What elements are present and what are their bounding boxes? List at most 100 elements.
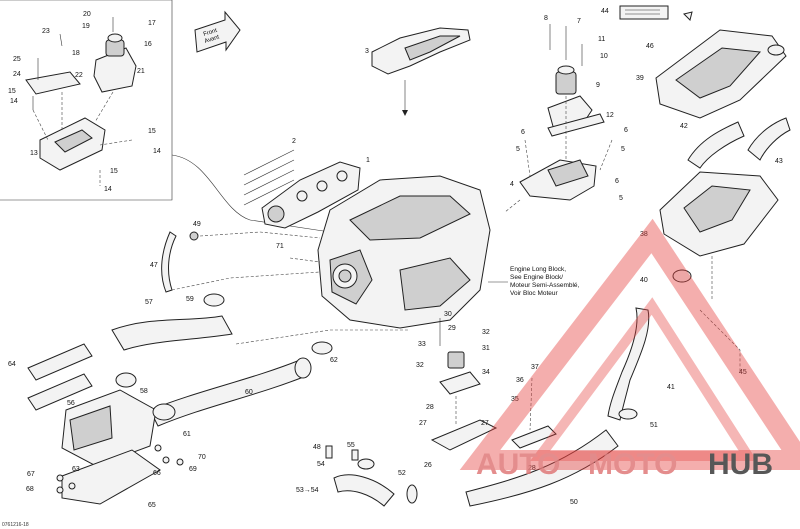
callout-number: 6 <box>521 129 525 136</box>
callout-number: 15 <box>148 128 156 135</box>
screws-69-70 <box>154 444 184 466</box>
intake-hoses <box>687 117 791 169</box>
callout-number: 10 <box>600 53 608 60</box>
rear-engine-mount <box>504 24 613 213</box>
callout-number: 27 <box>419 420 427 427</box>
callout-number: 39 <box>636 75 644 82</box>
exhaust-manifold <box>261 161 361 229</box>
clamp-58 <box>115 372 137 388</box>
muffler-56 <box>61 372 157 467</box>
callout-number: 53→54 <box>296 487 319 494</box>
callout-number: 1 <box>366 157 370 164</box>
callout-number: 8 <box>544 15 548 22</box>
callout-number: 26 <box>424 462 432 469</box>
heat-shield-65 <box>61 449 161 505</box>
callout-number: 3 <box>365 48 369 55</box>
callout-number: 32 <box>416 362 424 369</box>
callout-number: 47 <box>150 262 158 269</box>
callout-number: 41 <box>667 384 675 391</box>
air-box <box>659 171 779 300</box>
callout-number: 28 <box>426 404 434 411</box>
exhaust-pipe-50 <box>465 429 619 507</box>
callout-number: 31 <box>482 345 490 352</box>
callout-number: 65 <box>148 502 156 509</box>
callout-number: 12 <box>606 112 614 119</box>
callout-number: 35 <box>511 396 519 403</box>
engine-note-line2: See Engine Block/ <box>510 274 563 281</box>
callout-number: 27 <box>481 420 489 427</box>
engine-note-line4: Voir Bloc Moteur <box>510 290 559 297</box>
engine-note-line3: Moteur Semi-Assemblé, <box>510 282 580 289</box>
callout-number: 58 <box>140 388 148 395</box>
clamp-51 <box>618 408 638 420</box>
callout-number: 9 <box>596 82 600 89</box>
mount-31 <box>439 318 533 431</box>
callout-number: 50 <box>570 499 578 506</box>
callout-number: 66 <box>153 470 161 477</box>
callout-number: 54 <box>317 461 325 468</box>
clamp-59 <box>203 293 225 307</box>
callout-number: 36 <box>516 377 524 384</box>
callout-number: 4 <box>510 181 514 188</box>
callout-number: 42 <box>680 123 688 130</box>
callout-number: 19 <box>82 23 90 30</box>
callout-number: 33 <box>418 341 426 348</box>
callout-number: 38 <box>640 231 648 238</box>
callout-number: 32 <box>482 329 490 336</box>
callout-number: 15 <box>8 88 16 95</box>
corrugated-hose-54 <box>333 474 395 507</box>
callout-number: 60 <box>245 389 253 396</box>
callout-number: 11 <box>598 36 605 43</box>
callout-number: 49 <box>193 221 201 228</box>
engine-note: Engine Long Block, See Engine Block/ Mot… <box>488 266 580 297</box>
callout-number: 37 <box>531 364 539 371</box>
fittings-48-55 <box>325 445 375 470</box>
warning-decal <box>619 5 693 21</box>
callout-number: 5 <box>619 195 623 202</box>
callout-number: 48 <box>313 444 321 451</box>
callout-number: 43 <box>775 158 783 165</box>
callout-number: 21 <box>137 68 145 75</box>
vent-hose <box>161 231 177 293</box>
callout-number: 5 <box>516 146 520 153</box>
callout-number: 69 <box>189 466 197 473</box>
front-label: Front <box>203 28 218 38</box>
callout-number: 56 <box>67 400 75 407</box>
exhaust-hose-57 <box>111 315 233 351</box>
callout-number: 14 <box>104 186 112 193</box>
manifold-studs <box>243 149 295 206</box>
callout-number: 25 <box>13 56 21 63</box>
callout-number: 30 <box>444 311 452 318</box>
callout-number: 34 <box>482 369 490 376</box>
callout-number: 22 <box>75 72 83 79</box>
callout-number: 68 <box>26 486 34 493</box>
watermark-auto: AUTO <box>476 448 560 481</box>
engine-long-block <box>317 175 491 329</box>
exhaust-hose-41 <box>607 307 650 421</box>
callout-number: 6 <box>615 178 619 185</box>
callout-number: 14 <box>153 148 161 155</box>
callout-number: 17 <box>148 20 156 27</box>
callout-number: 28 <box>528 465 536 472</box>
inset-mount-detail <box>0 0 173 201</box>
callout-number: 55 <box>347 442 355 449</box>
callout-number: 40 <box>640 277 648 284</box>
callout-number: 13 <box>30 150 38 157</box>
callout-number: 24 <box>13 71 21 78</box>
callout-number: 6 <box>624 127 628 134</box>
air-intake-cover <box>655 29 787 119</box>
callout-number: 18 <box>72 50 80 57</box>
callout-number: 61 <box>183 431 191 438</box>
inset-leader <box>171 154 251 221</box>
callout-number: 23 <box>42 28 50 35</box>
callout-number: 5 <box>621 146 625 153</box>
muffler-bracket-64 <box>27 343 93 411</box>
callout-number: 7 <box>577 18 581 25</box>
callout-number: 57 <box>145 299 153 306</box>
callout-number: 51 <box>650 422 658 429</box>
callout-number: 59 <box>186 296 194 303</box>
engine-note-line1: Engine Long Block, <box>510 266 566 273</box>
callout-number: 14 <box>10 98 18 105</box>
